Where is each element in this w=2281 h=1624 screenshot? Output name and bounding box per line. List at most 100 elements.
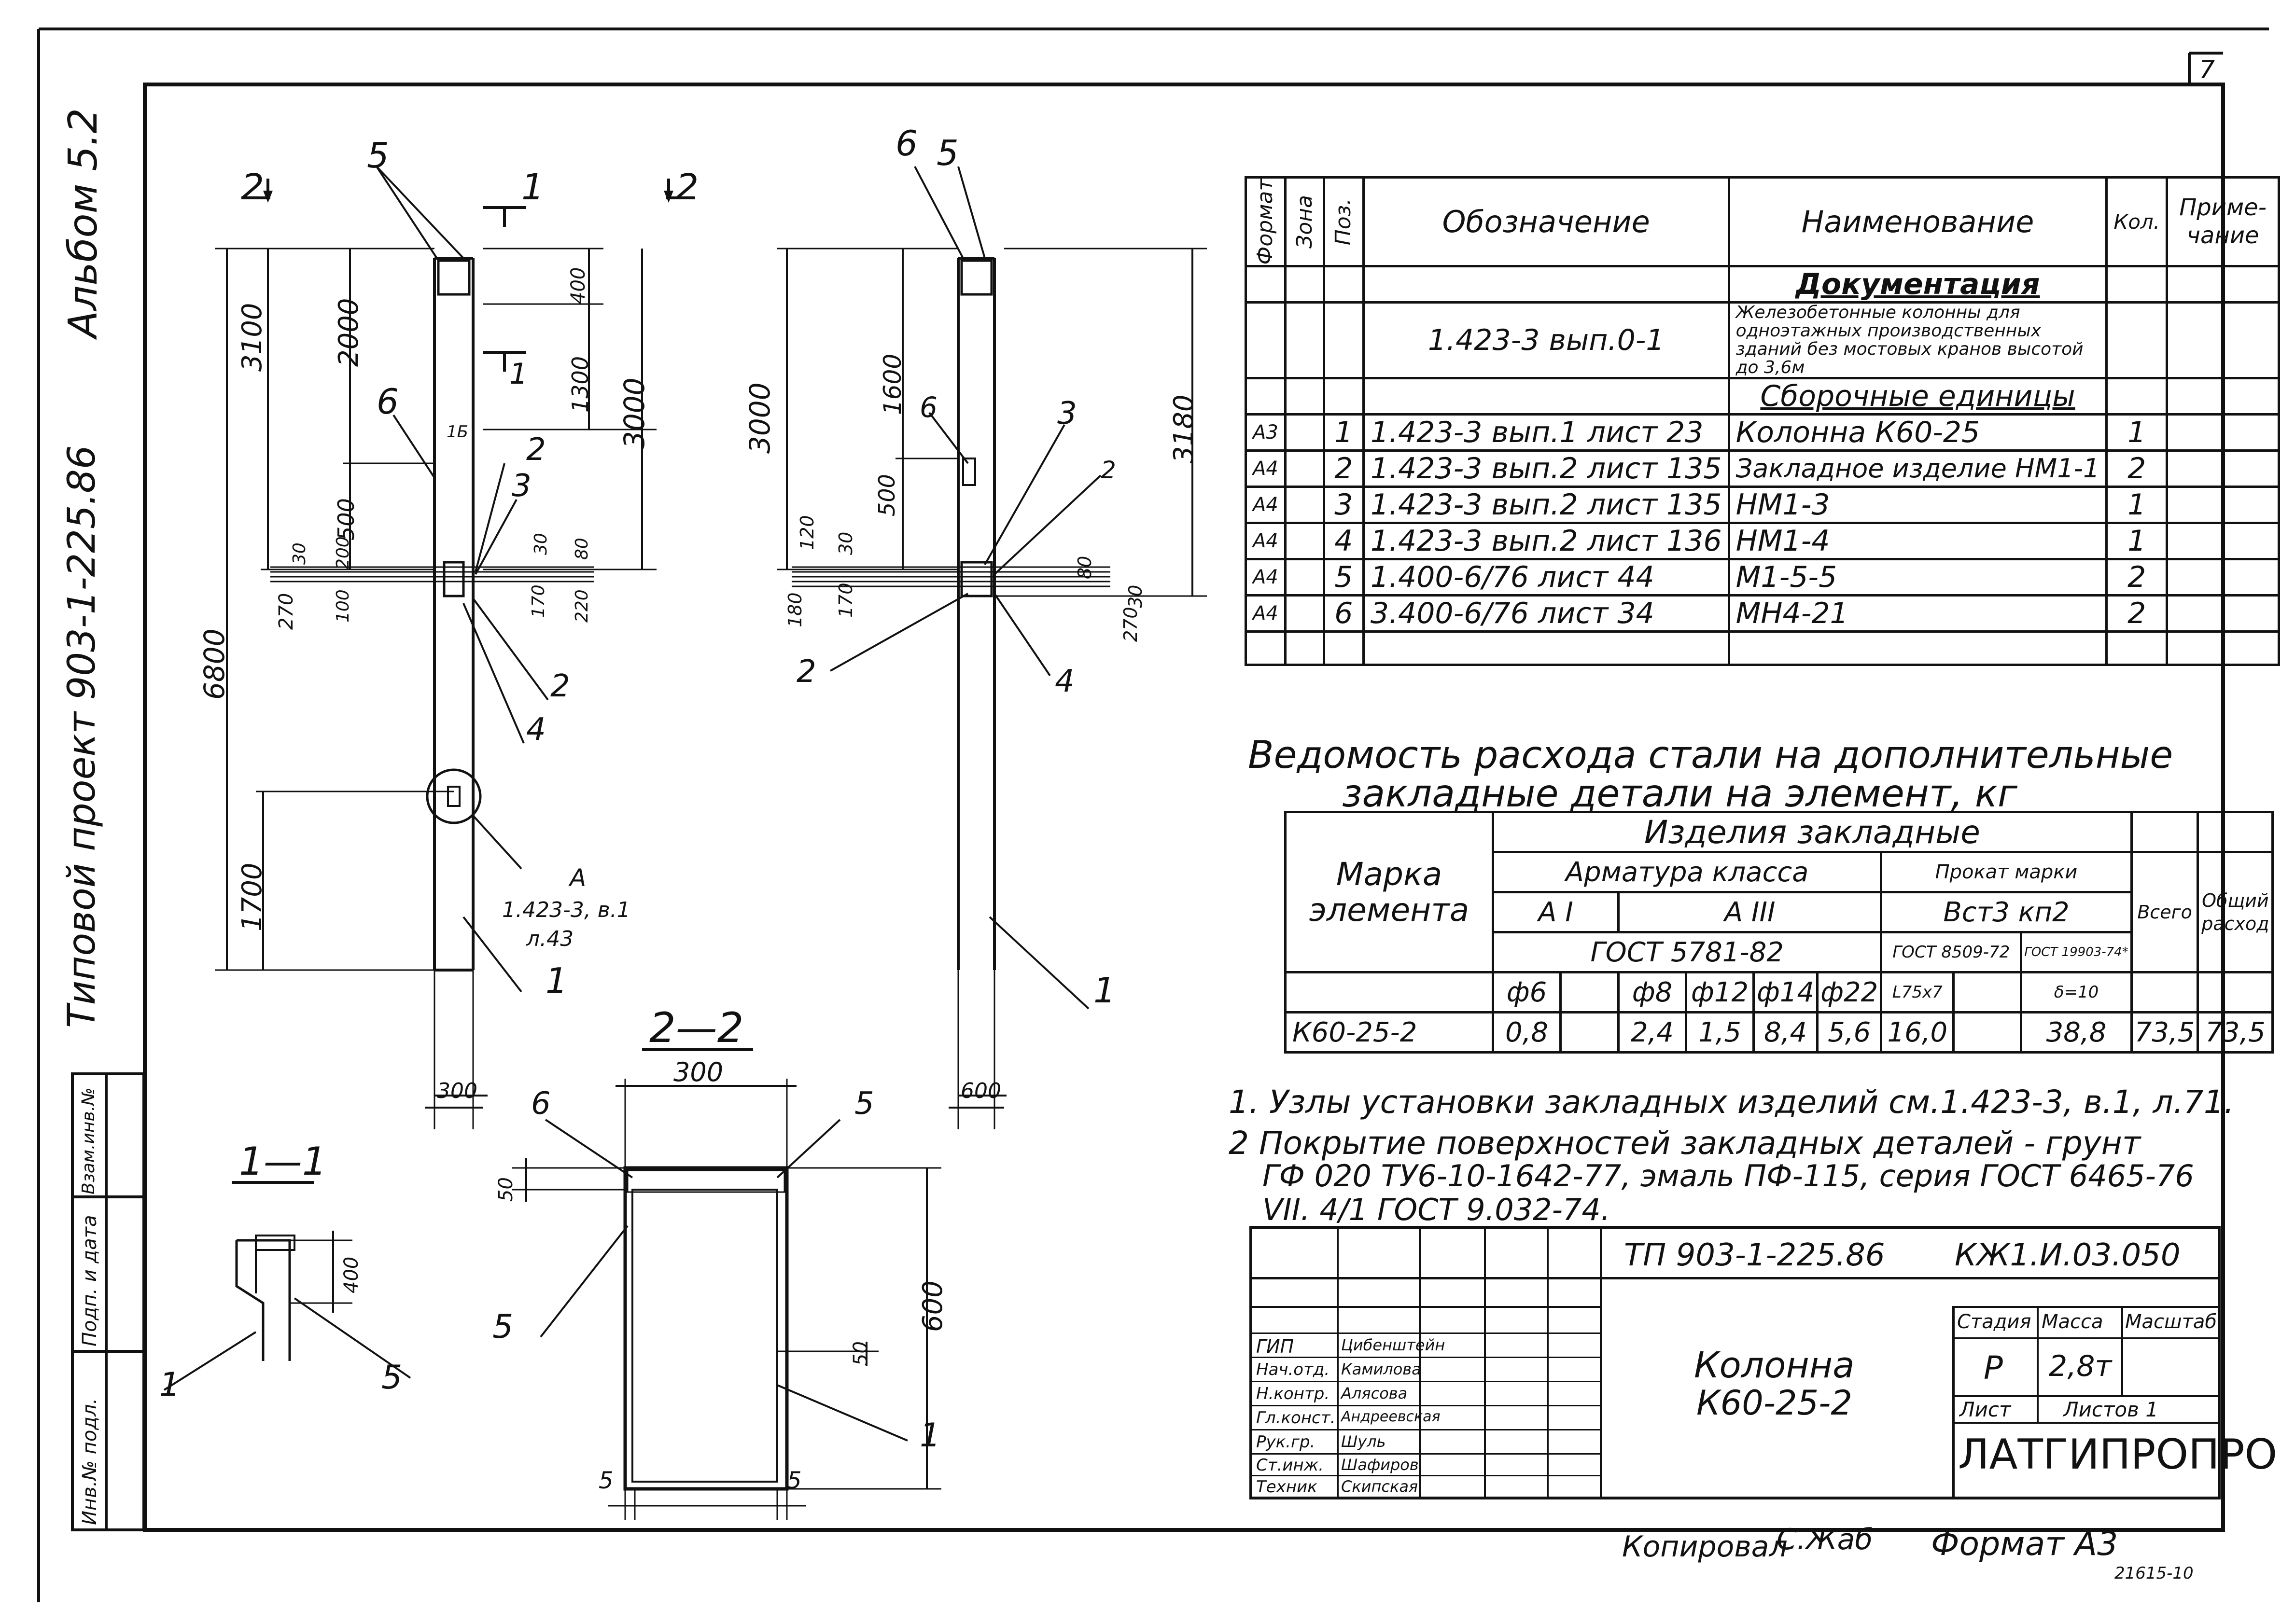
dim-50-section22-b: 50 <box>850 1341 872 1366</box>
spec-header-format: Формат <box>1253 179 1277 265</box>
spec-cell-designation: 3.400-6/76 лист 34 <box>1362 594 1730 633</box>
section-mark-2-left: 2 <box>241 167 265 208</box>
pos-1-left: 1 <box>546 960 568 1001</box>
page-number: 7 <box>2199 56 2215 84</box>
spec-row-empty <box>1245 630 2281 666</box>
tb-stage: Р <box>1984 1349 2003 1387</box>
dim-2000: 2000 <box>333 298 364 367</box>
spec-cell-pos: 5 <box>1322 557 1365 597</box>
copied-signature: С.Жаб <box>1777 1523 1873 1556</box>
pos-4-right: 4 <box>1055 664 1075 699</box>
tb-org: ЛАТГИПРОПРОМ <box>1958 1430 2281 1479</box>
pos-5-section11: 5 <box>381 1359 403 1397</box>
steel-grade: Вст3 кп2 <box>1880 891 2133 933</box>
dim-300-section22: 300 <box>673 1057 724 1087</box>
steel-title-line1: Ведомость расхода стали на дополнительны… <box>1248 734 2173 777</box>
spec-row-doc-title: Документация <box>1245 264 2281 304</box>
spec-header-name: Наименование <box>1727 176 2108 267</box>
spec-cell-name: М1-5-5 <box>1727 557 2108 597</box>
tb-name-0: Цибенштейн <box>1341 1336 1445 1354</box>
steel-total-header: Всего <box>2130 851 2199 973</box>
steel-v5: 5,6 <box>1816 1011 1883 1054</box>
steel-items-header: Изделия закладные <box>1492 811 2133 853</box>
stamp-sign-label: Подп. и дата <box>79 1215 101 1346</box>
pos-3-left: 3 <box>512 468 532 504</box>
spec-header-designation: Обозначение <box>1362 176 1730 267</box>
spec-cell-format: А3 <box>1245 413 1287 452</box>
pos-5-right: 5 <box>937 133 959 173</box>
project-vertical-box: Типовой проект 903-1-225.86 <box>48 445 116 1028</box>
tb-name-4: Шуль <box>1341 1432 1386 1451</box>
steel-gost-rolled1: ГОСТ 8509-72 <box>1880 931 2023 973</box>
pos-1-section22: 1 <box>920 1416 941 1455</box>
spec-cell-format: А4 <box>1245 594 1287 633</box>
steel-row-gost: ГОСТ 5781-82 ГОСТ 8509-72 ГОСТ 19903-74* <box>1286 931 2273 973</box>
tb-role-4: Рук.гр. <box>1256 1432 1315 1452</box>
dim-500-left: 500 <box>333 498 359 541</box>
dim-1600: 1600 <box>879 353 907 415</box>
steel-gost-rolled2: ГОСТ 19903-74* <box>2020 931 2133 973</box>
dim-3000-left: 3000 <box>618 377 651 449</box>
pos-1-right: 1 <box>1093 970 1116 1011</box>
stamp-sign: Подп. и дата <box>75 1202 104 1349</box>
pos-2-right-top: 2 <box>1101 456 1116 484</box>
stamp-replace: Взам.инв.№ <box>75 1076 104 1194</box>
steel-v2: 2,4 <box>1617 1011 1687 1054</box>
dim-300-left: 300 <box>437 1079 477 1103</box>
dim-80-right: 80 <box>1074 555 1095 579</box>
spec-row-2: А4 2 1.423-3 вып.2 лист 135 Закладное из… <box>1245 449 2281 488</box>
spec-cell-qty: 1 <box>2105 485 2169 524</box>
tb-stage-h: Стадия <box>1957 1311 2031 1333</box>
tb-name-2: Алясова <box>1341 1384 1408 1402</box>
dim-5-section22-a: 5 <box>599 1467 614 1494</box>
spec-cell-qty: 2 <box>2105 594 2169 633</box>
steel-mark: К60-25-2 <box>1284 1011 1494 1054</box>
dim-100-left: 100 <box>333 589 353 623</box>
spec-cell-designation: 1.423-3 вып.1 лист 23 <box>1362 413 1730 452</box>
spec-cell-qty: 1 <box>2105 413 2169 452</box>
pos-6-section22: 6 <box>531 1086 551 1122</box>
steel-overall-header: Общий расход <box>2197 851 2274 973</box>
spec-cell-format: А4 <box>1245 449 1287 488</box>
stamp-replace-label: Взам.инв.№ <box>79 1087 98 1194</box>
steel-row-diam: ф6 ф8 ф12 ф14 ф22 L75х7 δ=10 <box>1284 971 2274 1013</box>
pos-2-left-bottom: 2 <box>550 668 570 704</box>
spec-cell-qty: 2 <box>2105 449 2169 488</box>
section-mark-1: 1 <box>521 167 545 208</box>
title-block: ТП 903-1-225.86 КЖ1.И.03.050 Колонна К60… <box>1249 1226 2281 1499</box>
spec-cell-designation: 1.423-3 вып.2 лист 135 <box>1362 485 1730 524</box>
spec-header-zone: Зона <box>1292 194 1317 249</box>
steel-row-items: Марка элемента Изделия закладные <box>1284 811 2274 973</box>
tb-code: КЖ1.И.03.050 <box>1955 1237 2181 1273</box>
dim-80-left: 80 <box>572 538 592 560</box>
steel-diam-22: ф22 <box>1816 971 1883 1013</box>
dim-120-right: 120 <box>797 515 818 550</box>
dim-270-left: 270 <box>275 593 297 630</box>
dim-400: 400 <box>567 267 589 304</box>
spec-doc-designation: 1.423-3 вып.0-1 <box>1362 301 1730 379</box>
pos-6-right-b: 6 <box>920 391 938 424</box>
spec-cell-qty: 1 <box>2105 521 2169 560</box>
dim-400-section11: 400 <box>340 1256 363 1293</box>
section-11-title: 1—1 <box>239 1139 327 1184</box>
pos-2-right: 2 <box>797 654 816 690</box>
steel-diam-6: ф6 <box>1492 971 1562 1013</box>
spec-cell-name: Колонна К60-25 <box>1727 413 2108 452</box>
dim-600-right: 600 <box>961 1079 1001 1103</box>
spec-row-1: А3 1 1.423-3 вып.1 лист 23 Колонна К60-2… <box>1245 413 2281 452</box>
pos-6-left: 6 <box>377 381 399 422</box>
stamp-inv: Инв.№ подл. <box>75 1361 104 1527</box>
dim-6800: 6800 <box>198 628 231 700</box>
spec-cell-pos: 3 <box>1322 485 1365 524</box>
note-4: VII. 4/1 ГОСТ 9.032-74. <box>1262 1192 1610 1227</box>
tb-role-2: Н.контр. <box>1256 1384 1330 1403</box>
note-3: ГФ 020 ТУ6-10-1642-77, эмаль ПФ-115, сер… <box>1262 1158 2194 1194</box>
section-22-title: 2—2 <box>649 1004 744 1052</box>
tb-name-6: Скипская <box>1341 1477 1418 1496</box>
spec-cell-pos: 4 <box>1322 521 1365 560</box>
steel-v7: 38,8 <box>2020 1011 2133 1054</box>
spec-cell-pos: 2 <box>1322 449 1365 488</box>
copied-by: Копировал <box>1622 1530 1788 1564</box>
spec-cell-pos: 1 <box>1322 413 1365 452</box>
